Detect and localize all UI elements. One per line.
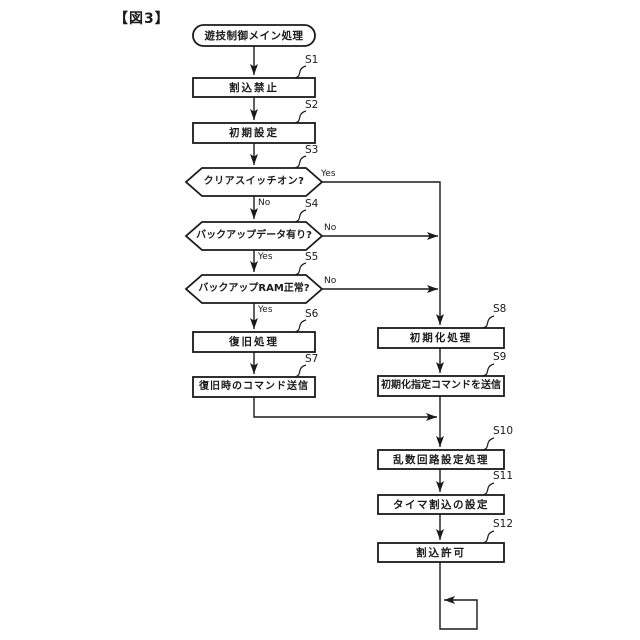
step-label-s2: S2 [305,99,319,111]
connectors [250,46,478,630]
step-label-s8: S8 [493,303,507,315]
branch-label-s4-no: No [324,223,337,233]
connector-s12-loop [439,562,478,630]
step-label-s7: S7 [305,353,319,365]
step-label-s1: S1 [305,54,319,66]
node-label-s10: 乱数回路設定処理 [393,453,489,466]
leader-s7 [294,364,307,378]
node-label-s12: 割込許可 [416,546,466,559]
branch-label-s4-yes: Yes [258,252,273,262]
step-label-s9: S9 [493,351,507,363]
leader-s6 [294,319,307,333]
step-label-s4: S4 [305,198,319,210]
figure-title: 【図3】 [114,11,170,27]
node-shape-s9 [377,375,505,397]
branch-label-s5-yes: Yes [258,305,273,315]
step-label-s6: S6 [305,308,319,320]
step-label-s10: S10 [493,425,514,437]
node-shape-s2 [192,122,316,144]
step-label-s12: S12 [493,518,514,530]
node-shape-s12 [377,542,505,563]
step-label-s3: S3 [305,144,319,156]
node-label-s9: 初期化指定コマンドを送信 [381,380,501,391]
node-shape-s6 [192,331,316,353]
node-label-s2: 初期設定 [229,126,279,139]
node-label-s8: 初期化処理 [409,331,473,344]
leader-s5 [294,262,307,276]
node-shape-s3 [184,167,324,197]
branch-label-s3-yes: Yes [321,169,336,179]
node-label-s4: バックアップデータ有り? [196,230,312,241]
node-shape-start [192,24,316,47]
branch-label-s3-no: No [258,198,271,208]
node-label-start: 遊技制御メイン処理 [204,29,304,42]
leader-s12 [482,530,495,544]
connector-s3-yes-s8 [322,181,444,325]
leader-s4 [294,209,307,223]
node-label-s7: 復旧時のコマンド送信 [199,381,309,392]
connector-s7-merge [253,397,437,421]
step-leaders [294,65,495,544]
node-label-s1: 割込禁止 [229,81,279,94]
leader-s1 [294,65,307,79]
node-shape-s4 [184,221,324,251]
step-label-s5: S5 [305,251,319,263]
node-label-s3: クリアスイッチオン? [203,176,305,187]
node-shapes [184,24,505,563]
node-label-s11: タイマ割込の設定 [393,498,489,511]
branch-label-s5-no: No [324,276,337,286]
leader-s3 [294,155,307,169]
node-shape-s8 [377,327,505,349]
node-shape-s5 [184,274,324,304]
step-label-s11: S11 [493,470,514,482]
leader-s9 [482,363,495,377]
leader-s11 [482,482,495,496]
node-label-s5: バックアップRAM正常? [198,283,310,294]
leader-s2 [294,110,307,124]
leader-s10 [482,437,495,451]
node-shape-s10 [377,449,505,470]
leader-s8 [482,315,495,329]
node-shape-s1 [192,77,316,98]
node-label-s6: 復旧処理 [229,335,279,348]
node-shape-s11 [377,494,505,515]
node-shape-s7 [192,376,316,398]
